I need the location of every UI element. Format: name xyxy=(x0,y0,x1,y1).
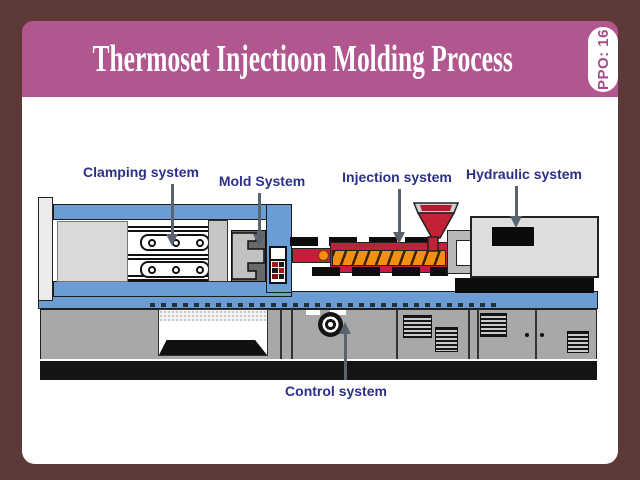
control-arrow xyxy=(339,322,351,380)
vent-grille xyxy=(435,327,458,352)
arrow-shaft xyxy=(397,189,401,232)
arrow-head-icon xyxy=(393,232,405,244)
keypad-button[interactable] xyxy=(272,262,278,267)
arrow-head-icon xyxy=(253,234,265,246)
keypad-button[interactable] xyxy=(278,262,284,267)
material-hopper xyxy=(412,202,460,252)
mold-arrow xyxy=(253,193,265,246)
toggle-link-bar xyxy=(140,261,210,278)
arrow-shaft xyxy=(170,184,174,234)
emergency-stop-knob[interactable] xyxy=(318,312,343,337)
label-hydraulic-system: Hydraulic system xyxy=(466,166,582,182)
clamping-cylinder-block xyxy=(57,221,128,282)
moving-platen xyxy=(208,220,228,282)
clamp-bottom-frame-bar xyxy=(53,281,292,297)
base-divider xyxy=(291,309,293,361)
arrow-head-icon xyxy=(510,216,522,228)
arrow-head-icon xyxy=(166,234,178,246)
keypad-button[interactable] xyxy=(278,274,284,279)
base-divider xyxy=(280,309,282,361)
ppo-badge: PPO: 16 xyxy=(588,27,618,92)
heater-band xyxy=(312,267,340,276)
indicator-light xyxy=(330,310,346,315)
vent-grille xyxy=(567,331,589,353)
base-divider xyxy=(535,309,537,361)
hydraulic-nameplate xyxy=(492,227,534,246)
clamping-arrow xyxy=(166,184,178,246)
hydraulic-arrow xyxy=(510,186,522,228)
panel-dot xyxy=(540,333,544,337)
panel-dot xyxy=(525,333,529,337)
keypad-button[interactable] xyxy=(272,274,278,279)
toggle-pin xyxy=(148,265,156,274)
hydraulic-base-block xyxy=(455,278,594,293)
keypad-button[interactable] xyxy=(278,268,284,273)
label-injection-system: Injection system xyxy=(342,169,452,185)
ppo-badge-text: PPO: 16 xyxy=(594,28,612,91)
injection-arrow xyxy=(393,189,405,244)
base-divider xyxy=(468,309,470,361)
arrow-shaft xyxy=(343,334,347,380)
title-banner: Thermoset Injectioon Molding Process xyxy=(22,21,618,97)
base-divider xyxy=(396,309,398,361)
keypad-screen xyxy=(271,248,285,261)
heater-band xyxy=(329,237,357,246)
label-clamping-system: Clamping system xyxy=(83,164,199,180)
keypad-button[interactable] xyxy=(272,268,278,273)
toggle-pin xyxy=(172,265,180,274)
heater-band xyxy=(392,267,420,276)
bed-tick-marks xyxy=(150,303,500,307)
indicator-light xyxy=(306,310,320,315)
clamp-end-plate xyxy=(38,197,53,301)
label-control-system: Control system xyxy=(285,383,387,399)
machine-base xyxy=(40,309,597,361)
label-mold-system: Mold System xyxy=(218,173,306,189)
toggle-pin xyxy=(196,238,204,247)
base-bottom-strip xyxy=(40,361,597,380)
recess-hatch-band xyxy=(159,310,267,321)
heater-band xyxy=(430,267,448,276)
heater-band xyxy=(405,237,429,246)
nozzle-tip xyxy=(318,250,329,261)
carriage-bracket xyxy=(447,230,475,274)
page-title: Thermoset Injectioon Molding Process xyxy=(92,38,514,80)
base-divider xyxy=(477,309,479,361)
toggle-pin xyxy=(148,238,156,247)
recess-floor-shadow xyxy=(159,340,267,355)
tie-bar xyxy=(128,254,210,260)
heater-band xyxy=(290,237,318,246)
vent-grille xyxy=(480,313,507,337)
vent-grille xyxy=(403,315,432,338)
tie-bar xyxy=(128,226,210,232)
injection-screw xyxy=(332,250,446,266)
base-recess xyxy=(158,309,268,356)
arrow-shaft xyxy=(257,193,261,234)
keypad-buttons xyxy=(271,261,285,280)
arrow-head-icon xyxy=(339,322,351,334)
heater-band xyxy=(369,237,397,246)
arrow-shaft xyxy=(514,186,518,216)
toggle-pin xyxy=(196,265,204,274)
heater-band xyxy=(352,267,380,276)
platen-keypad xyxy=(269,246,287,284)
hydraulic-housing xyxy=(470,216,599,278)
